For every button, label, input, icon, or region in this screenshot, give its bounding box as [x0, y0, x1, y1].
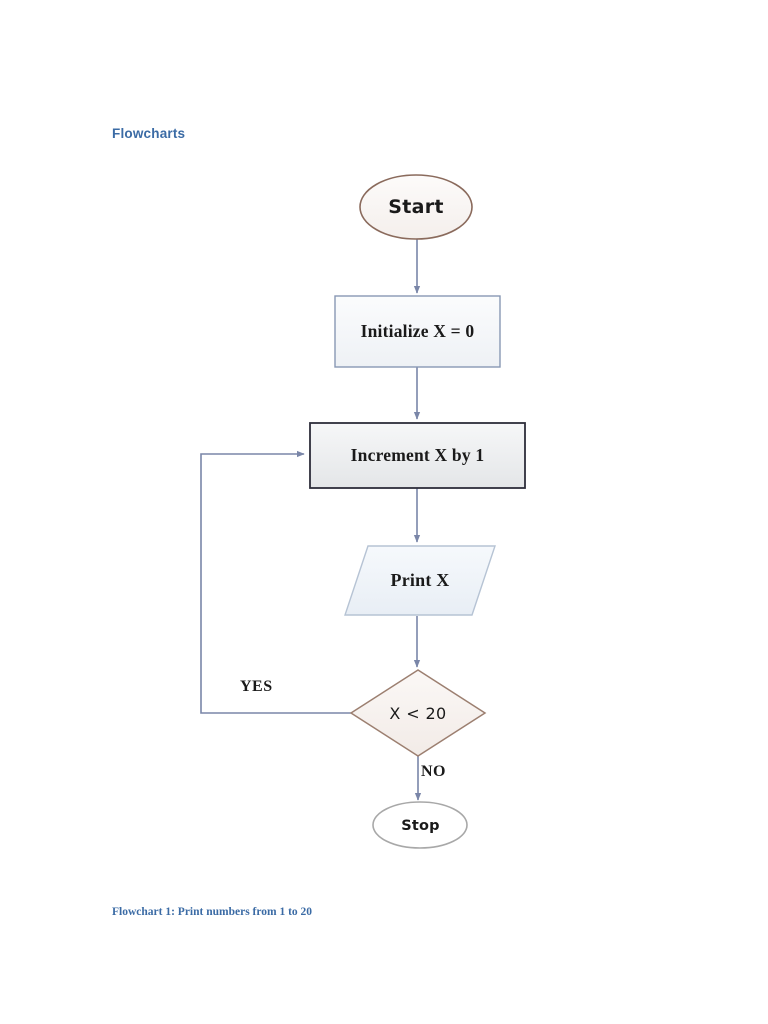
node-initialize-process — [334, 295, 501, 368]
node-start-terminal — [359, 174, 473, 240]
node-stop-terminal — [372, 801, 468, 849]
connector-yes-loop-back — [200, 450, 351, 714]
node-print-io — [344, 545, 496, 616]
node-increment-process — [309, 422, 526, 489]
node-decision-diamond — [349, 669, 487, 757]
figure-caption: Flowchart 1: Print numbers from 1 to 20 — [112, 906, 313, 918]
page-heading: Flowcharts — [112, 126, 186, 141]
